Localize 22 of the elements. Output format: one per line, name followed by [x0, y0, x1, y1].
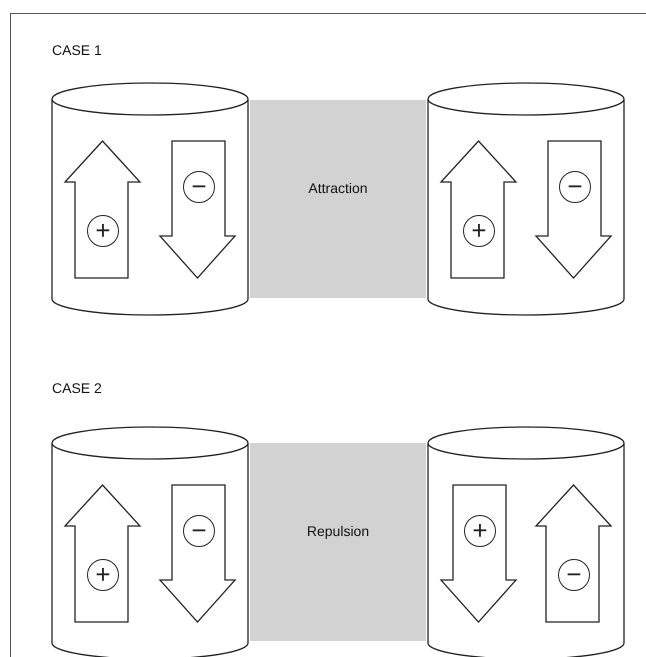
charge-sign: + — [87, 559, 119, 591]
charge-sign: + — [87, 215, 119, 247]
charge-sign: + — [463, 215, 495, 247]
polarity-marker — [160, 485, 235, 622]
polarity-marker — [441, 141, 516, 278]
shaded-band — [250, 443, 426, 641]
polarity-marker — [65, 141, 140, 278]
charge-sign: + — [464, 515, 496, 547]
case-heading: CASE 2 — [52, 380, 102, 396]
polarity-marker — [65, 485, 140, 622]
charge-sign: − — [558, 559, 590, 591]
polarity-marker — [536, 141, 611, 278]
charge-sign: − — [183, 171, 215, 203]
shaded-band — [250, 100, 426, 298]
polarity-marker — [536, 485, 611, 622]
force-label: Repulsion — [306, 523, 370, 539]
force-label: Attraction — [307, 180, 369, 196]
charge-sign: − — [183, 515, 215, 547]
charge-sign: − — [559, 171, 591, 203]
polarity-marker — [441, 485, 516, 622]
case-heading: CASE 1 — [52, 42, 102, 58]
polarity-marker — [160, 141, 235, 278]
